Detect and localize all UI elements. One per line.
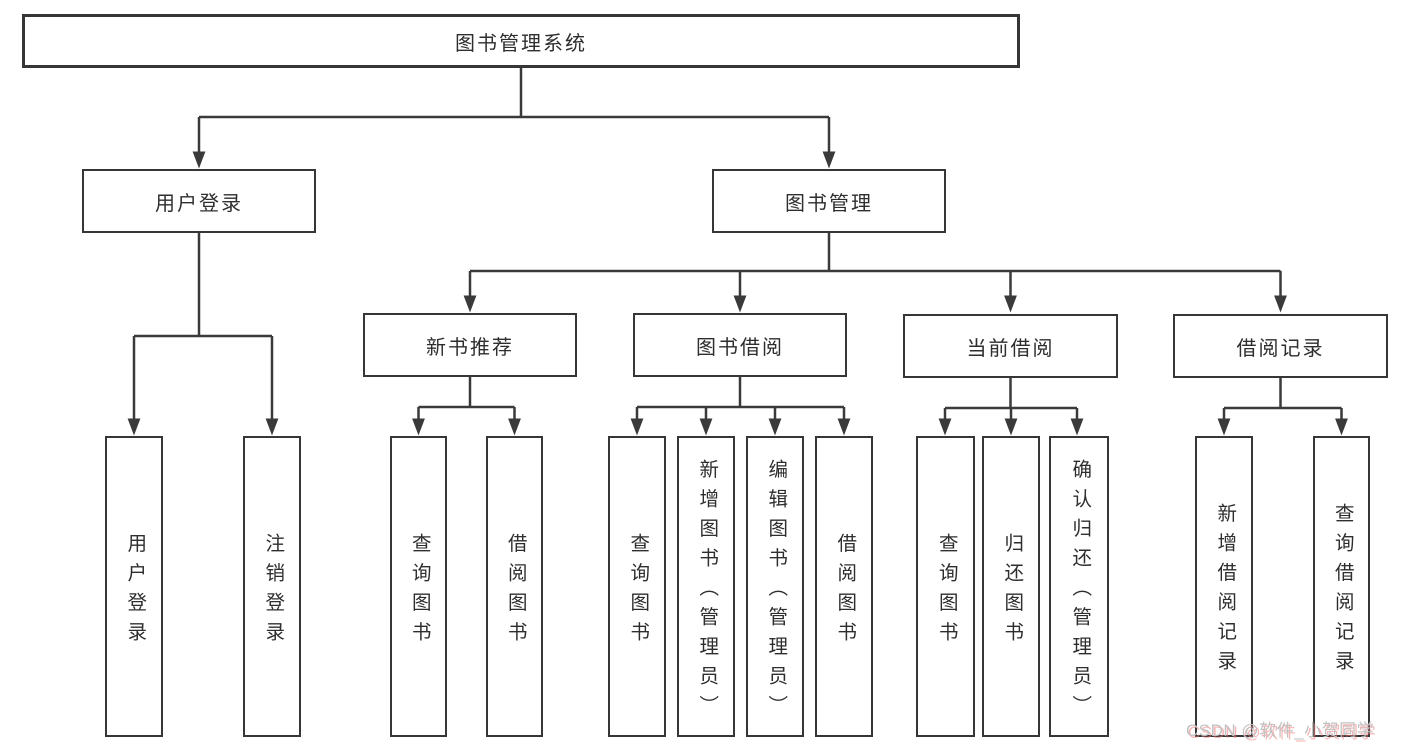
node-label: 新增借阅记录	[1213, 503, 1236, 680]
connector-book-management-to-level3	[463, 233, 1287, 313]
arrowhead-icon	[508, 418, 521, 436]
edge-line	[635, 377, 846, 420]
leaf-confirm-return-admin: 确认归还（管理员）	[1049, 436, 1109, 737]
arrowhead-icon	[733, 295, 747, 313]
node-label: 查询图书	[408, 532, 431, 651]
node-root-system: 图书管理系统	[22, 14, 1020, 68]
leaf-logout: 注销登录	[243, 436, 301, 737]
node-label: 借阅图书	[833, 532, 856, 651]
leaf-add-borrow-record: 新增借阅记录	[1195, 436, 1253, 737]
leaf-query-books-borrowing: 查询图书	[608, 436, 666, 737]
leaf-edit-books-admin: 编辑图书（管理员）	[746, 436, 804, 737]
arrowhead-icon	[768, 418, 782, 436]
arrowhead-icon	[822, 151, 836, 169]
node-label: 借阅记录	[1236, 337, 1325, 360]
arrowhead-icon	[1004, 295, 1017, 313]
arrowhead-icon	[1004, 418, 1018, 436]
edge-line	[943, 378, 1079, 421]
connector-borrowing-records-to-leaves	[1217, 378, 1348, 436]
node-book-borrowing: 图书借阅	[633, 313, 847, 377]
node-book-management-branch: 图书管理	[712, 169, 946, 233]
node-label: 编辑图书（管理员）	[764, 458, 787, 725]
arrowhead-icon	[412, 418, 425, 436]
leaf-borrow-books-recommend: 借阅图书	[486, 436, 543, 737]
node-label: 新书推荐	[426, 336, 514, 359]
node-borrowing-records: 借阅记录	[1173, 314, 1388, 378]
arrowhead-icon	[1335, 418, 1348, 436]
arrowhead-icon	[463, 295, 477, 313]
node-user-login-branch: 用户登录	[82, 169, 316, 233]
node-label: 图书管理	[785, 192, 873, 215]
edge-line	[132, 233, 274, 420]
connector-current-borrowing-to-leaves	[938, 378, 1084, 436]
arrowhead-icon	[938, 418, 952, 436]
arrowhead-icon	[1217, 418, 1231, 436]
leaf-return-books: 归还图书	[982, 436, 1040, 737]
connector-user-login-to-leaves	[127, 233, 279, 436]
edge-line	[197, 68, 831, 152]
node-label: 查询图书	[935, 532, 958, 651]
connector-root-to-branches	[192, 68, 836, 169]
node-label: 图书借阅	[696, 336, 784, 359]
arrowhead-icon	[1070, 418, 1084, 436]
node-label: 查询图书	[626, 532, 649, 651]
node-label: 借阅图书	[504, 532, 527, 651]
leaf-query-books-current: 查询图书	[916, 436, 975, 737]
arrowhead-icon	[699, 418, 713, 436]
edge-line	[1222, 378, 1343, 421]
node-label: 确认归还（管理员）	[1068, 458, 1091, 725]
arrowhead-icon	[265, 418, 279, 436]
edge-line	[417, 377, 516, 420]
node-label: 图书管理系统	[455, 32, 587, 55]
leaf-query-borrow-record: 查询借阅记录	[1313, 436, 1370, 737]
edge-line	[468, 233, 1282, 297]
arrowhead-icon	[127, 418, 141, 436]
leaf-borrow-books: 借阅图书	[815, 436, 873, 737]
connector-new-book-recommend-to-leaves	[412, 377, 521, 436]
arrowhead-icon	[837, 418, 851, 436]
connector-book-borrowing-to-leaves	[630, 377, 851, 436]
node-label: 归还图书	[1000, 532, 1023, 651]
arrowhead-icon	[1274, 295, 1287, 313]
node-label: 用户登录	[155, 192, 243, 215]
node-label: 用户登录	[123, 532, 146, 651]
node-label: 注销登录	[261, 532, 284, 651]
arrowhead-icon	[192, 151, 206, 169]
leaf-query-books-recommend: 查询图书	[390, 436, 447, 737]
leaf-user-login: 用户登录	[105, 436, 163, 737]
node-label: 查询借阅记录	[1331, 503, 1354, 680]
node-new-book-recommend: 新书推荐	[363, 313, 577, 377]
arrowhead-icon	[630, 418, 644, 436]
leaf-add-books-admin: 新增图书（管理员）	[677, 436, 735, 737]
node-label: 当前借阅	[966, 337, 1055, 360]
csdn-watermark: CSDN @软件_小贺同学	[1186, 721, 1375, 740]
node-label: 新增图书（管理员）	[695, 458, 718, 725]
node-current-borrowing: 当前借阅	[903, 314, 1118, 378]
